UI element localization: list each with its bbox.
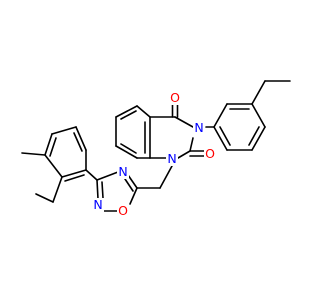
bond-dm5-inner <box>49 137 57 157</box>
bond-dm1-inner <box>64 174 85 182</box>
atom-n3: N <box>193 120 205 135</box>
bond-c5-c6 <box>115 105 138 118</box>
bond-c4-n3 <box>174 116 194 128</box>
bond-dm2 <box>52 176 63 203</box>
atom-o-ox-label: O <box>118 203 128 218</box>
bond-dm7 <box>51 126 77 135</box>
atom-o-right: O <box>204 146 216 161</box>
atom-n-ox2: N <box>92 197 104 212</box>
atom-n-ox5-label: N <box>118 164 127 179</box>
bond-dm6 <box>21 152 46 156</box>
bond-c5ox-n4-double <box>124 178 134 192</box>
bond-c4a-c5 <box>136 105 151 118</box>
bond-dm5 <box>44 133 53 156</box>
bond-c2-n1 <box>177 150 191 159</box>
bond-dm8-inner <box>73 132 83 152</box>
bond-dm3 <box>35 193 54 203</box>
bond-ar3 <box>251 103 266 128</box>
bond-c7-c8-inner <box>120 143 137 154</box>
bond-dm4 <box>44 154 63 178</box>
molecule-structure: O O N N N N O <box>21 80 291 218</box>
atom-n-ox2-label: N <box>93 197 102 212</box>
bond-c3-ar <box>85 169 98 181</box>
bond-ar1 <box>213 103 228 128</box>
bond-c5-c6-inner <box>120 110 137 120</box>
atom-o-top-label: O <box>170 90 180 105</box>
atom-o-top: O <box>169 90 181 105</box>
bond-ethyl-ch2 <box>251 80 266 105</box>
atom-o-ox: O <box>117 203 129 218</box>
atom-n-ox5: N <box>117 164 129 179</box>
bond-ar4 <box>251 126 266 151</box>
bond-n1-ch2 <box>159 165 173 189</box>
bond-ar6-inner <box>219 126 231 146</box>
bond-dm1 <box>61 169 87 178</box>
atom-n3-label: N <box>194 120 203 135</box>
bond-c5ox-n4 <box>127 174 138 189</box>
atom-o-right-label: O <box>205 146 215 161</box>
bond-n4-c3 <box>96 171 119 181</box>
atom-n1-label: N <box>167 151 176 166</box>
atom-n1: N <box>166 151 178 166</box>
bond-ar6 <box>213 126 228 151</box>
bond-dm8 <box>75 126 87 151</box>
bond-n3-c2 <box>189 137 194 152</box>
bond-c5ox-o1 <box>129 187 138 205</box>
bond-c3-n2-double <box>101 181 104 199</box>
bond-ar4-inner <box>248 126 260 146</box>
bond-c3-n2 <box>96 179 99 200</box>
bond-c7-c8 <box>115 145 138 159</box>
